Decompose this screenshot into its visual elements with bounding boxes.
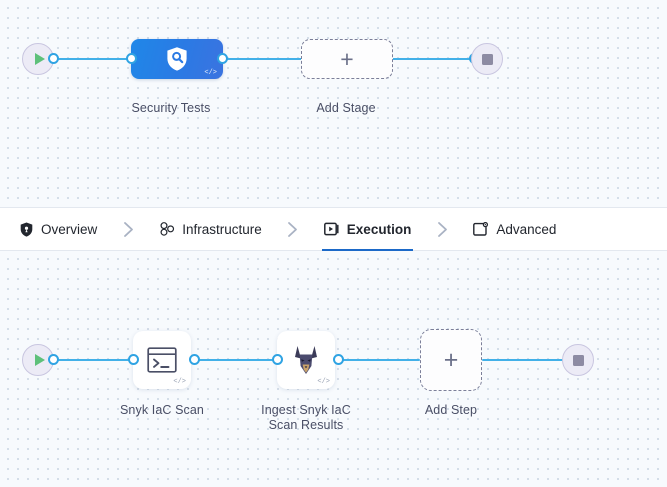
edge-add-step-to-end (482, 359, 566, 361)
stage-label-add-stage: Add Stage (316, 101, 376, 115)
edge-start-to-snyk-iac-scan (52, 359, 134, 361)
edge-ingest-to-add-step (336, 359, 420, 361)
tab-infrastructure[interactable]: Infrastructure (157, 208, 264, 251)
tab-execution[interactable]: Execution (321, 208, 414, 252)
code-badge-icon: </> (204, 69, 217, 77)
step-label-ingest-snyk-iac-scan-results: Ingest Snyk IaC Scan Results (216, 403, 396, 433)
step-label-add-step: Add Step (424, 403, 478, 417)
tab-separator-1 (99, 221, 157, 238)
edge-start-to-security-tests (52, 58, 136, 60)
stage-pipeline-canvas[interactable]: </> Security Tests + Add Stage (0, 0, 667, 207)
terminal-icon (147, 347, 177, 373)
port-security-tests-output[interactable] (217, 53, 228, 64)
step-label-line-1: Ingest Snyk IaC (261, 403, 351, 417)
stage-node-security-tests[interactable]: </> (131, 39, 223, 79)
shield-search-icon (167, 47, 187, 71)
port-ingest-output[interactable] (333, 354, 344, 365)
play-box-icon (323, 221, 340, 237)
play-icon (34, 354, 45, 366)
add-stage-button[interactable]: + (301, 39, 393, 79)
steps-end-node[interactable] (562, 344, 594, 376)
tab-overview[interactable]: Overview (16, 208, 99, 251)
step-node-snyk-iac-scan[interactable]: </> (133, 331, 191, 389)
tab-advanced[interactable]: Advanced (471, 208, 558, 251)
tab-label-execution: Execution (346, 221, 412, 237)
snyk-doberman-icon (295, 346, 317, 374)
step-node-ingest-snyk-iac-scan-results[interactable]: </> (277, 331, 335, 389)
pipeline-section-tabs: Overview Infrastructure (0, 207, 667, 252)
edge-snyk-iac-scan-to-ingest (192, 359, 278, 361)
tab-label-advanced: Advanced (496, 221, 557, 237)
step-label-line-2: Scan Results (268, 418, 344, 432)
tab-separator-2 (264, 221, 322, 238)
stage-label-security-tests: Security Tests (131, 101, 211, 115)
stop-square-icon (481, 53, 493, 65)
tab-label-overview: Overview (41, 221, 98, 237)
code-badge-icon: </> (173, 378, 186, 386)
port-steps-start-output[interactable] (48, 354, 59, 365)
chevron-right-icon (437, 221, 447, 237)
plus-icon: + (443, 345, 459, 374)
edge-security-tests-to-add-stage (220, 58, 304, 60)
shield-icon (18, 221, 34, 237)
code-badge-icon: </> (317, 378, 330, 386)
chevron-right-icon (123, 221, 133, 237)
gear-card-icon (473, 221, 489, 237)
stop-square-icon (572, 354, 584, 366)
port-start-output[interactable] (48, 53, 59, 64)
port-ingest-input[interactable] (272, 354, 283, 365)
cluster-nodes-icon (159, 221, 175, 237)
edge-add-stage-to-end (388, 58, 472, 60)
step-label-snyk-iac-scan: Snyk IaC Scan (120, 403, 204, 417)
port-snyk-iac-scan-output[interactable] (189, 354, 200, 365)
plus-icon: + (340, 45, 354, 72)
chevron-right-icon (288, 221, 298, 237)
play-icon (34, 53, 45, 65)
tab-label-infrastructure: Infrastructure (182, 221, 262, 237)
execution-steps-canvas[interactable]: </> Snyk IaC Scan </> (0, 251, 667, 487)
tab-separator-3 (413, 221, 471, 238)
add-step-button[interactable]: + (420, 329, 482, 391)
port-snyk-iac-scan-input[interactable] (128, 354, 139, 365)
pipeline-end-node[interactable] (471, 43, 503, 75)
port-security-tests-input[interactable] (126, 53, 137, 64)
